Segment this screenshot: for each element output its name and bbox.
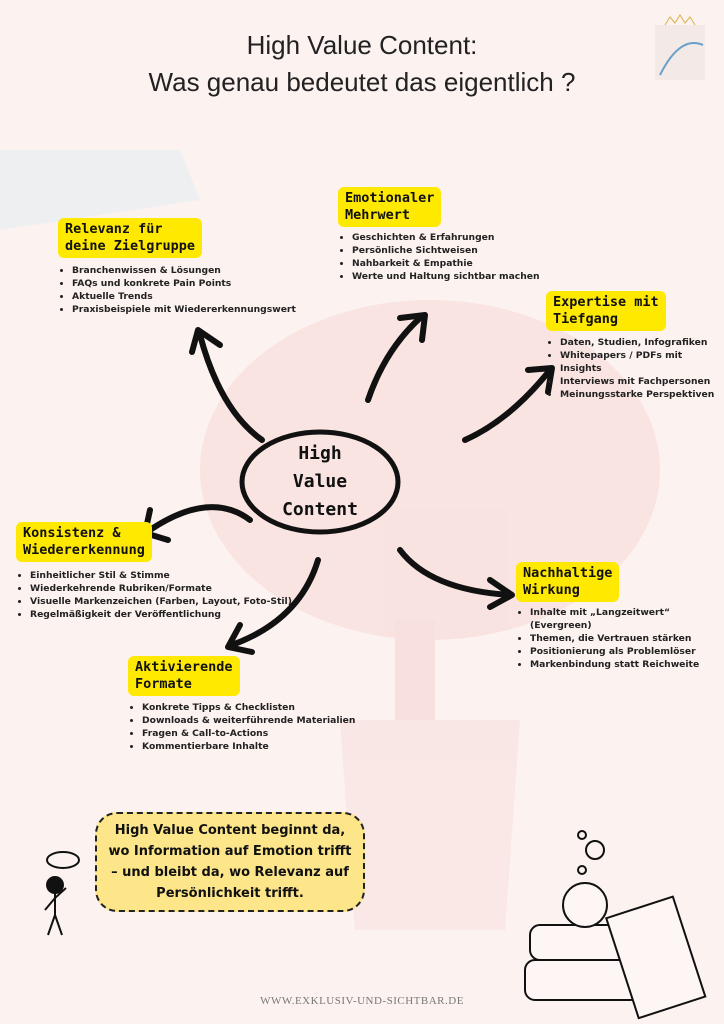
center-ellipse [239,429,401,535]
list-item: Fragen & Call-to-Actions [142,727,355,740]
list-item: Regelmäßigkeit der Veröffentlichung [30,608,292,621]
title-line-1: High Value Content: [246,30,478,60]
list-item: Themen, die Vertrauen stärken [530,632,724,645]
logo-icon [655,14,705,80]
heading-line: Wirkung [523,582,580,598]
heading-line: Tiefgang [553,311,619,327]
list-item: Whitepapers / PDFs mit Insights [560,349,724,375]
list-item: Positionierung als Problemlöser [530,645,724,658]
center-line-3: Content [282,499,358,520]
heading-line: Mehrwert [345,207,411,223]
center-line-1: High [298,443,342,464]
list-item: Inhalte mit „Langzeitwert“ (Evergreen) [530,606,724,632]
list-item: Geschichten & Erfahrungen [352,231,540,244]
list-item: Praxisbeispiele mit Wiedererkennungswert [72,303,296,316]
heading-konsistenz: Konsistenz &Wiedererkennung [16,522,152,562]
list-item: Markenbindung statt Reichweite [530,658,724,671]
list-expertise: Daten, Studien, InfografikenWhitepapers … [546,336,724,401]
list-item: Daten, Studien, Infografiken [560,336,724,349]
thinking-person-icon [44,851,80,936]
list-item: FAQs und konkrete Pain Points [72,277,296,290]
heading-line: Formate [135,676,192,692]
list-relevanz: Branchenwissen & LösungenFAQs und konkre… [58,264,296,316]
heading-line: Konsistenz & [23,525,121,541]
quote-text: High Value Content beginnt da, wo Inform… [108,823,352,901]
heading-line: Emotionaler [345,190,435,206]
heading-line: Wiedererkennung [23,542,145,558]
list-item: Meinungsstarke Perspektiven [560,388,724,401]
list-konsistenz: Einheitlicher Stil & StimmeWiederkehrend… [16,569,292,621]
heading-line: Expertise mit [553,294,659,310]
list-item: Wiederkehrende Rubriken/Formate [30,582,292,595]
brain-background [200,300,660,930]
list-item: Konkrete Tipps & Checklisten [142,701,355,714]
heading-line: Nachhaltige [523,565,613,581]
arrows [142,312,555,655]
list-item: Downloads & weiterführende Materialien [142,714,355,727]
list-nachhaltige-wirkung: Inhalte mit „Langzeitwert“ (Evergreen)Th… [516,606,724,671]
quote-box: High Value Content beginnt da, wo Inform… [95,812,365,912]
title-line-2: Was genau bedeutet das eigentlich ? [148,67,576,97]
list-item: Aktuelle Trends [72,290,296,303]
list-item: Werte und Haltung sichtbar machen [352,270,540,283]
list-item: Nahbarkeit & Empathie [352,257,540,270]
books-and-jar-icon [524,830,707,1020]
list-item: Kommentierbare Inhalte [142,740,355,753]
list-item: Persönliche Sichtweisen [352,244,540,257]
list-aktivierende-formate: Konkrete Tipps & ChecklistenDownloads & … [128,701,355,753]
list-emotionaler-mehrwert: Geschichten & ErfahrungenPersönliche Sic… [338,231,540,283]
heading-line: deine Zielgruppe [65,238,196,254]
heading-line: Aktivierende [135,659,233,675]
center-label: High Value Content [262,440,378,524]
list-item: Interviews mit Fachpersonen [560,375,724,388]
watering-can-shape [0,150,200,230]
list-item: Branchenwissen & Lösungen [72,264,296,277]
heading-line: Relevanz für [65,221,163,237]
center-line-2: Value [292,471,348,492]
list-item: Einheitlicher Stil & Stimme [30,569,292,582]
list-item: Visuelle Markenzeichen (Farben, Layout, … [30,595,292,608]
footer-url: WWW.EXKLUSIV-UND-SICHTBAR.DE [260,995,464,1007]
